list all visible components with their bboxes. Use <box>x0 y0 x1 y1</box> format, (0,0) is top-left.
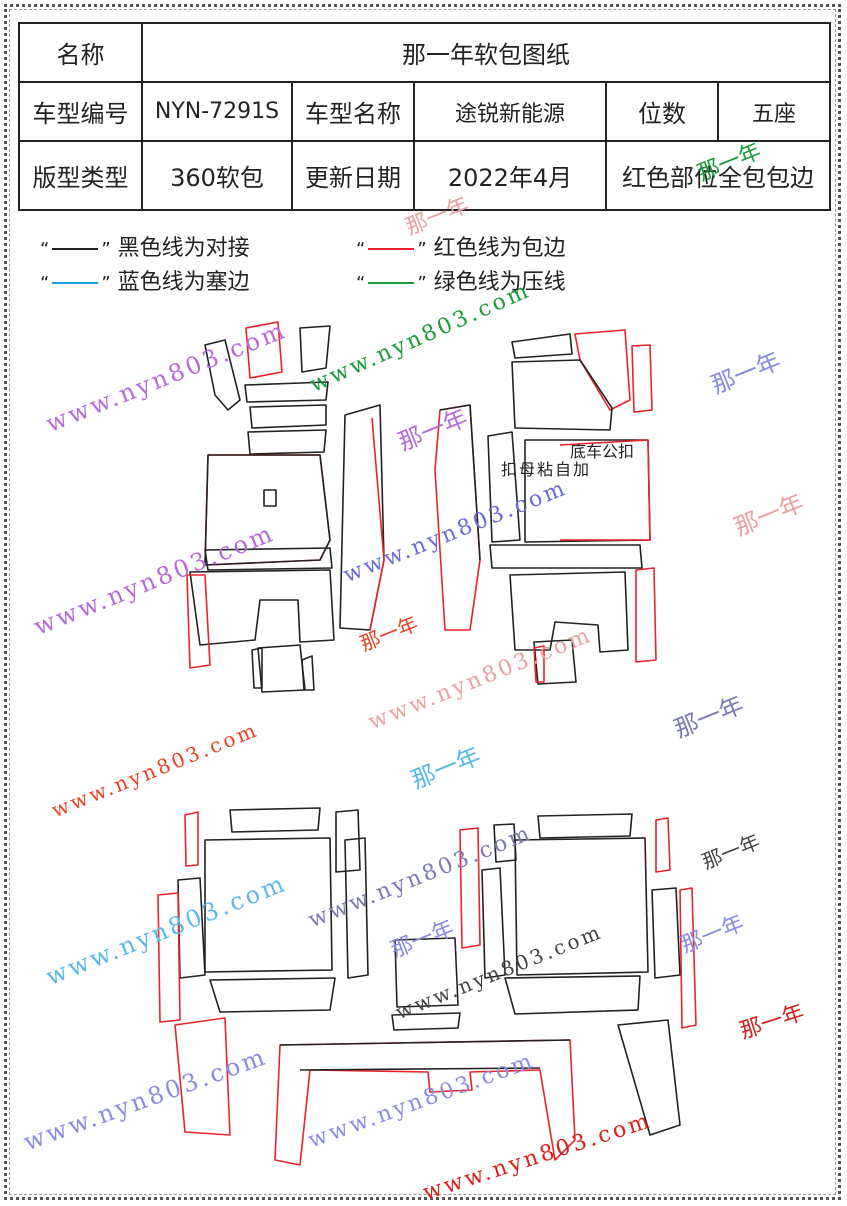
date-label: 更新日期 <box>291 140 415 211</box>
page-border <box>4 4 841 1200</box>
legend-black-text: 黑色线为对接 <box>117 236 250 261</box>
model-name-value: 途锐新能源 <box>413 81 607 142</box>
name-value: 那一年软包图纸 <box>141 22 831 83</box>
model-no-value: NYN-7291S <box>141 81 293 142</box>
legend-red-text: 红色线为包边 <box>433 236 566 261</box>
model-no-label: 车型编号 <box>18 81 143 142</box>
lower-center-pieces <box>274 937 576 1166</box>
page-inner-border <box>9 9 836 1195</box>
upper-left-pieces <box>186 321 385 693</box>
legend-blue-text: 蓝色线为塞边 <box>117 270 250 295</box>
lower-right-pieces <box>459 813 697 1136</box>
note-value: 红色部位全包包边 <box>605 140 831 211</box>
model-name-label: 车型名称 <box>291 81 415 142</box>
legend-black: “” 黑色线为对接 <box>40 236 250 261</box>
seats-value: 五座 <box>717 81 831 142</box>
legend-green: “” 绿色线为压线 <box>356 270 566 295</box>
name-label: 名称 <box>18 22 143 83</box>
legend-blue: “” 蓝色线为塞边 <box>40 270 250 295</box>
type-value: 360软包 <box>141 140 293 211</box>
annotation-line2: 加自粘母扣 <box>498 461 589 477</box>
legend-red: “” 红色线为包边 <box>356 236 566 261</box>
spec-table: 名称 那一年软包图纸 车型编号 NYN-7291S 车型名称 途锐新能源 位数 … <box>18 22 831 211</box>
legend-green-text: 绿色线为压线 <box>433 270 566 295</box>
seats-label: 位数 <box>605 81 719 142</box>
date-value: 2022年4月 <box>413 140 607 211</box>
lower-left-pieces <box>157 807 369 1136</box>
annotation-line1: 底车公扣 <box>570 442 635 461</box>
type-label: 版型类型 <box>18 140 143 211</box>
upper-right-pieces <box>434 329 657 685</box>
